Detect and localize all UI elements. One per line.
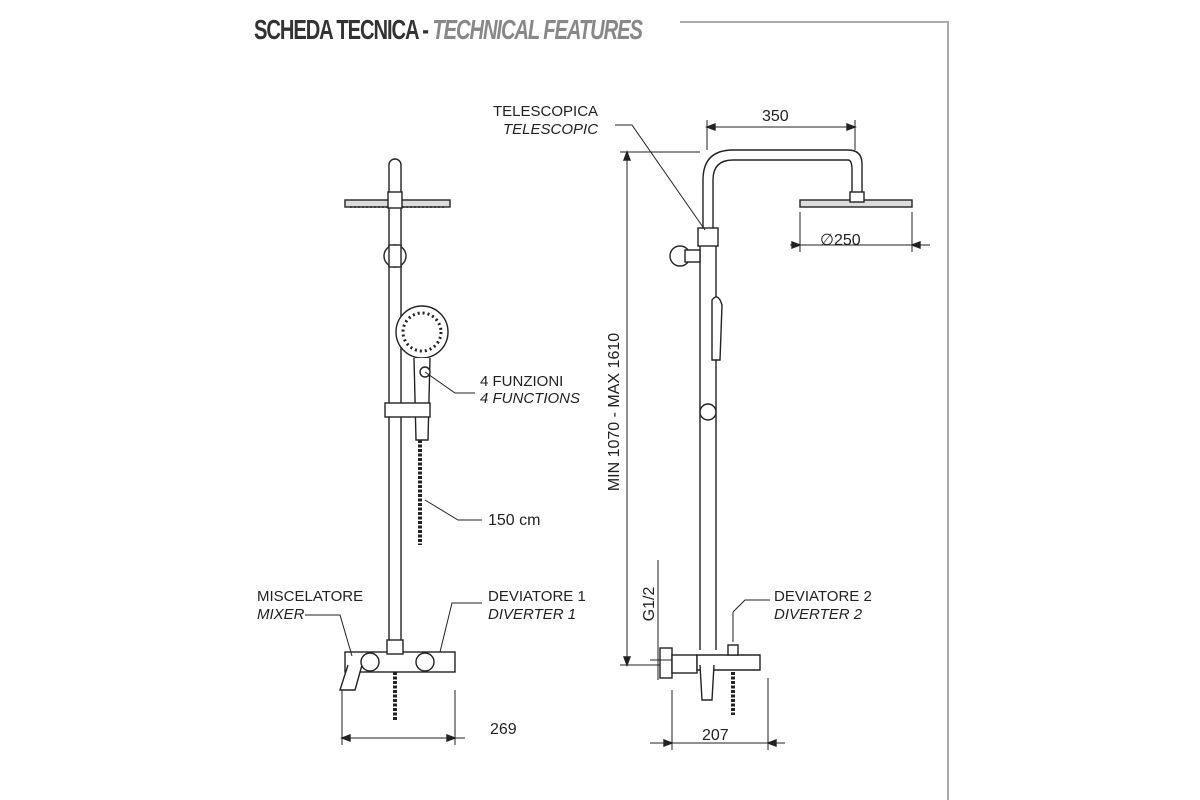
telescopic-label-en: TELESCOPIC [503,121,599,138]
side-depth-dimension: 207 [702,727,729,744]
functions-label-en: 4 FUNCTIONS [480,390,581,407]
hose-length-label: 150 cm [488,512,541,529]
head-diameter-dimension: ∅250 [820,232,861,249]
diverter2-label: DEVIATORE 2 [774,588,872,605]
front-view [305,158,482,745]
diverter1-label: DEVIATORE 1 [488,588,586,605]
diverter2-label-en: DIVERTER 2 [774,606,863,623]
height-dimension: MIN 1070 - MAX 1610 [606,332,623,492]
side-view [615,120,930,750]
page-title: SCHEDA TECNICA - TECHNICAL FEATURES [254,14,643,45]
functions-label: 4 FUNZIONI [480,373,564,390]
mixer-label-en: MIXER [257,606,305,623]
arm-dimension: 350 [762,108,789,125]
mixer-label: MISCELATORE [257,588,364,605]
frame-line [680,21,949,800]
diverter1-label-en: DIVERTER 1 [488,606,577,623]
thread-dimension: G1/2 [641,586,658,622]
front-width-dimension: 269 [490,721,517,738]
telescopic-label: TELESCOPICA [493,103,599,120]
